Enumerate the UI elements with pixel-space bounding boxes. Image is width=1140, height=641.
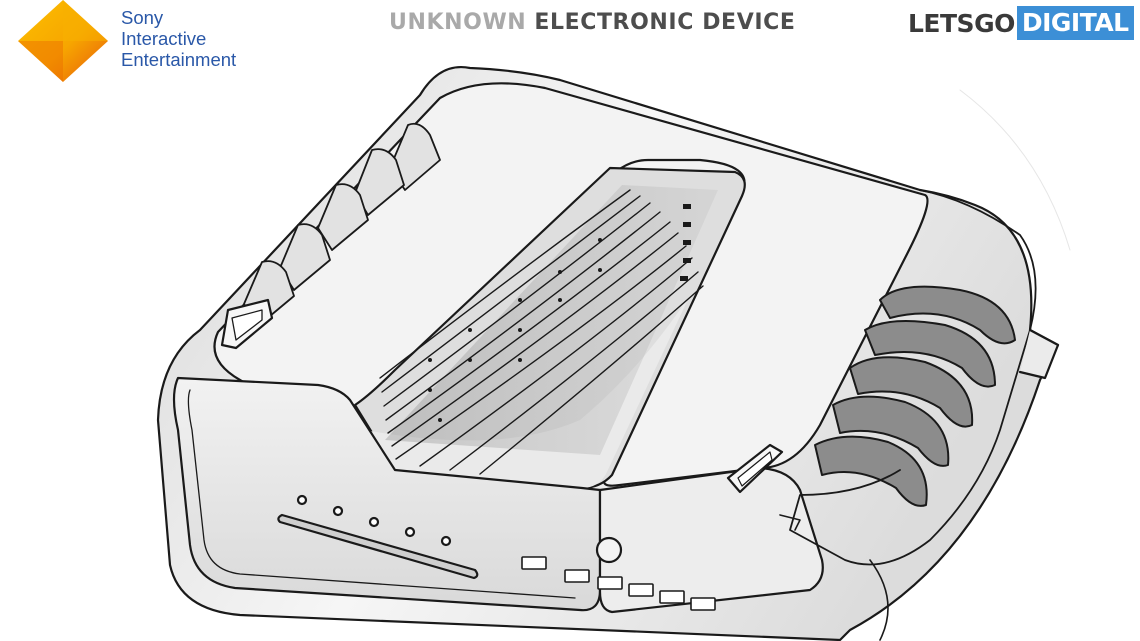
site-name-part2: DIGITAL [1016,6,1134,40]
power-button [595,536,623,564]
brand-line-1: Sony [121,7,164,28]
status-dots [296,494,452,547]
front-face [172,376,602,612]
header: Sony Interactive Entertainment UNKNOWN EL… [0,0,1140,82]
site-name-part1: LETSGO [908,8,1015,38]
right-fins [814,285,1016,507]
front-face-right [598,466,824,614]
title-light: UNKNOWN [389,10,527,35]
sony-brand-text: Sony Interactive Entertainment [121,7,236,70]
right-side-panel [789,189,1037,566]
brand-line-2: Interactive [121,28,207,49]
brand-line-3: Entertainment [121,49,237,70]
sony-interactive-logo-icon [18,0,108,82]
v-channel-floor [365,295,690,488]
page-title: UNKNOWN ELECTRONIC DEVICE [389,10,795,35]
vent-dots [428,204,691,422]
front-ports [521,556,716,611]
letsgodigital-logo[interactable]: LETSGO DIGITAL [908,6,1134,40]
disc-slot [277,513,479,580]
title-dark: ELECTRONIC DEVICE [534,10,796,35]
left-fins [243,122,441,327]
vent-slats [379,189,704,475]
